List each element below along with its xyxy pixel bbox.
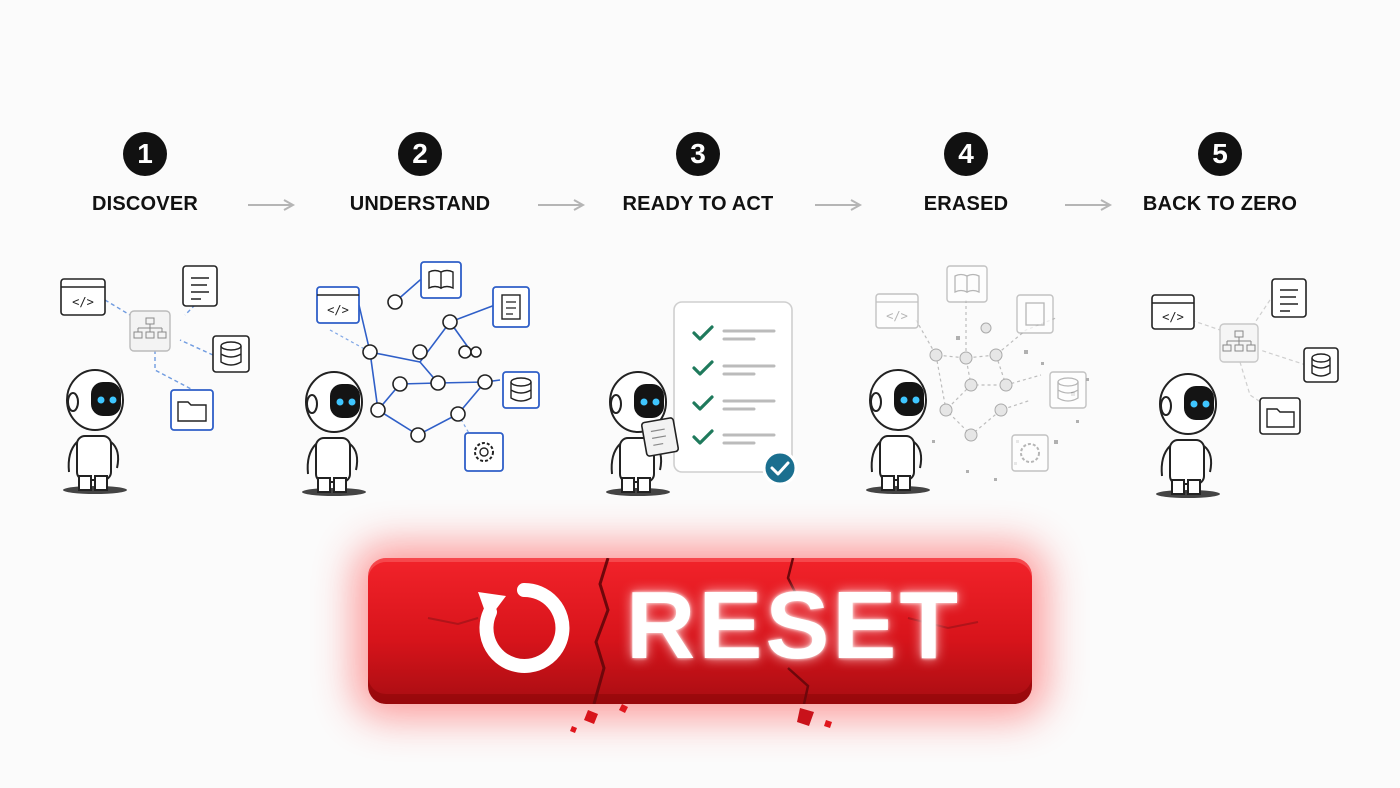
svg-text:</>: </>: [1162, 310, 1184, 324]
database-icon: [502, 371, 540, 409]
step-erased: 4 ERASED </>: [836, 0, 1096, 500]
clipboard-icon: [640, 417, 680, 457]
step-understand: 2 UNDERSTAND </>: [290, 0, 550, 500]
document-icon: [182, 265, 218, 307]
svg-text:</>: </>: [886, 309, 908, 323]
step-back-to-zero: 5 BACK TO ZERO </>: [1090, 0, 1350, 500]
reset-button[interactable]: RESET: [368, 558, 1032, 704]
step-ready-to-act: 3 READY TO ACT: [568, 0, 828, 500]
understand-illustration: </>: [301, 261, 540, 497]
check-icon: [692, 360, 714, 376]
svg-text:</>: </>: [72, 295, 94, 309]
step-number: 5: [1198, 132, 1242, 176]
hierarchy-icon: [129, 310, 171, 352]
code-window-icon: </>: [875, 293, 919, 329]
step-label: DISCOVER: [91, 193, 199, 215]
hierarchy-icon: [1219, 323, 1259, 363]
debris-fragments: [570, 704, 832, 733]
robot-figure: [1155, 373, 1221, 499]
crack-lines: [427, 558, 979, 704]
checkmark-badge-icon: [762, 450, 798, 486]
step-label: READY TO ACT: [622, 193, 774, 215]
database-icon: [212, 335, 250, 373]
clipboard-icon: [492, 286, 530, 328]
ready-illustration: [605, 301, 798, 497]
robot-figure: [865, 369, 931, 495]
check-icon: [692, 395, 714, 411]
document-icon: [1271, 278, 1307, 318]
database-icon: [1049, 371, 1087, 409]
folder-icon: [1259, 397, 1301, 435]
checklist-panel: [673, 301, 793, 473]
erased-illustration: </>: [865, 265, 1089, 495]
code-window-icon: </>: [60, 278, 106, 316]
step-discover: 1 DISCOVER </>: [15, 0, 275, 500]
step-label: BACK TO ZERO: [1142, 193, 1298, 215]
robot-figure: [301, 371, 367, 497]
discover-illustration: </>: [60, 265, 250, 495]
check-icon: [692, 429, 714, 445]
arrow-icon: [1065, 199, 1113, 211]
book-icon: [946, 265, 988, 303]
database-icon: [1303, 347, 1339, 383]
back-to-zero-illustration: </>: [1151, 278, 1339, 499]
step-number: 2: [398, 132, 442, 176]
step-label: ERASED: [923, 193, 1009, 215]
folder-icon: [170, 389, 214, 431]
robot-figure: [62, 369, 128, 495]
svg-text:</>: </>: [327, 303, 349, 317]
clipboard-icon: [1016, 294, 1054, 334]
arrow-icon: [815, 199, 863, 211]
code-window-icon: </>: [1151, 294, 1195, 330]
gear-icon: [1011, 434, 1049, 472]
arrow-icon: [538, 199, 586, 211]
gear-icon: [464, 432, 504, 472]
reset-label: RESET: [626, 572, 962, 679]
code-window-icon: </>: [316, 286, 360, 324]
step-number: 4: [944, 132, 988, 176]
step-number: 1: [123, 132, 167, 176]
step-label: UNDERSTAND: [349, 193, 491, 215]
book-icon: [420, 261, 462, 299]
arrow-icon: [248, 199, 296, 211]
step-number: 3: [676, 132, 720, 176]
restart-arrow-icon: [478, 582, 570, 673]
check-icon: [692, 325, 714, 341]
